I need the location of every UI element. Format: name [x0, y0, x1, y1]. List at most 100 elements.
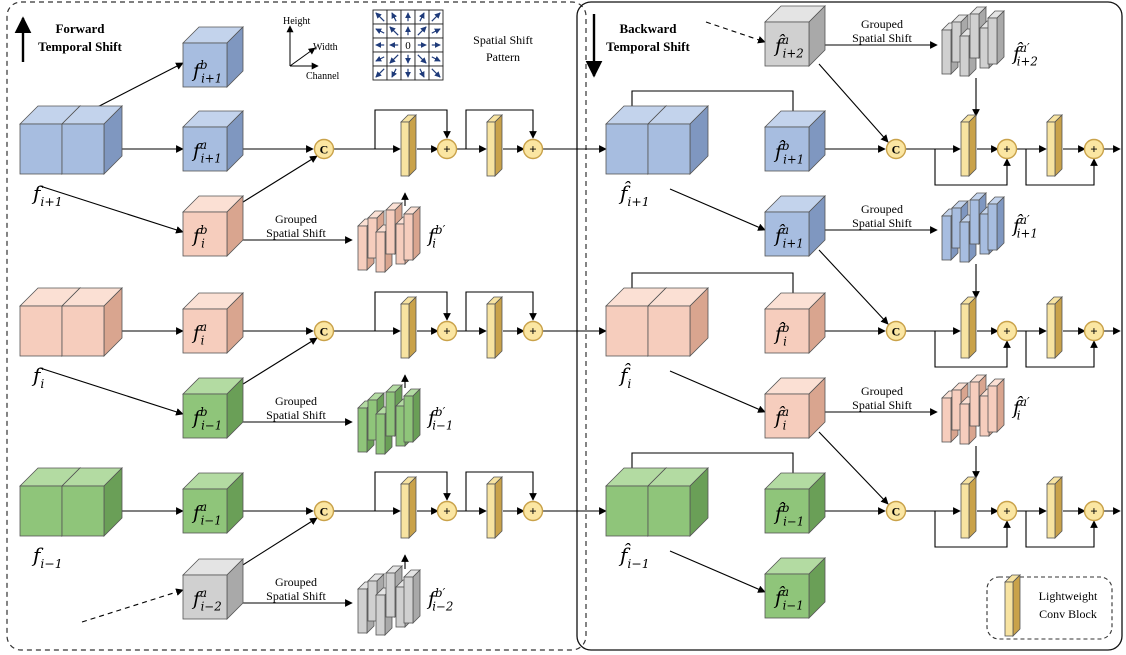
bw-skip-2-i-minus-1 [1025, 511, 1098, 548]
bw-add-node-2-i: + [1083, 320, 1105, 342]
bw-skip-2-i [1025, 331, 1098, 368]
bw-grouped-label-2-i-plus-2: Spatial Shift [852, 31, 912, 45]
backward-block-i [605, 287, 709, 357]
axis-height-label: Height [283, 16, 310, 27]
legend-conv-block [1004, 574, 1021, 637]
cube-f-a-i [182, 292, 244, 354]
bw-add-node-1-i-plus-1: + [996, 138, 1018, 160]
feature-label-f_i1: fi+1 [31, 181, 63, 209]
forward-title-line2: Temporal Shift [38, 39, 122, 54]
pattern-center-label: 0 [405, 40, 411, 52]
cube-hat-a-i [764, 377, 826, 439]
bw-skip-1-i-minus-1 [934, 511, 1011, 548]
bw-shifted-stack-i-plus-2 [941, 6, 1005, 77]
backward-block-i-plus-1 [605, 105, 709, 175]
cube-f-b-i-plus-1 [182, 26, 244, 88]
conv-block-1-i [400, 296, 417, 359]
arrow-top-to-b-i [631, 272, 797, 309]
add-node-2-i-plus-1: + [522, 138, 544, 160]
concat-node-i-plus-1: C [313, 138, 335, 160]
spatial-shift-pattern-grid: 0 [372, 9, 444, 81]
arrow-temporal-i-minus-1 [39, 367, 184, 416]
conv-block-2-i [486, 296, 503, 359]
add-node-1-i-minus-1: + [436, 500, 458, 522]
svg-text:C: C [320, 325, 329, 339]
svg-text:+: + [1090, 504, 1097, 519]
cube-hat-a-i-plus-1 [764, 195, 826, 257]
bw-add-node-1-i-minus-1: + [996, 500, 1018, 522]
skip-2-i-minus-1 [465, 471, 537, 511]
arrow-to-hat-a-i-plus-1 [669, 188, 766, 231]
feature-label-fbp_im1: fb′i−1 [426, 405, 453, 433]
svg-text:+: + [1003, 142, 1010, 157]
cube-hat-a-i-plus-2 [764, 5, 826, 67]
skip-1-i-plus-1 [374, 109, 451, 149]
svg-text:C: C [892, 143, 901, 157]
svg-text:C: C [320, 143, 329, 157]
svg-text:C: C [892, 505, 901, 519]
bw-conv-block-1-i-minus-1 [960, 476, 977, 539]
svg-text:C: C [892, 325, 901, 339]
feature-label-fbp_im2: fb′i−2 [426, 586, 453, 614]
bw-concat-node-i-plus-1: C [885, 138, 907, 160]
feature-label-fhap_i: f̂a′i [1011, 395, 1030, 423]
bw-grouped-label-2-i-plus-1: Spatial Shift [852, 216, 912, 230]
cube-f-a-i-plus-1 [182, 110, 244, 172]
cube-f-a-i-minus-1 [182, 472, 244, 534]
cube-hat-b-i-plus-1 [764, 110, 826, 172]
conv-block-1-i-plus-1 [400, 114, 417, 177]
skip-2-i-plus-1 [465, 109, 537, 149]
bw-conv-block-2-i-minus-1 [1046, 476, 1063, 539]
bw-concat-node-i: C [885, 320, 907, 342]
svg-text:+: + [1003, 324, 1010, 339]
feature-label-fhap_i2: f̂a′i+2 [1011, 41, 1038, 69]
grouped-label-1-i-minus-1: Grouped [275, 394, 317, 408]
legend-label-line2: Conv Block [1039, 607, 1097, 621]
feature-block-i [19, 287, 123, 357]
bw-conv-block-1-i [960, 296, 977, 359]
add-node-2-i: + [522, 320, 544, 342]
svg-text:+: + [443, 324, 450, 339]
bw-concat-node-i-minus-1: C [885, 500, 907, 522]
bw-add-node-2-i-plus-1: + [1083, 138, 1105, 160]
arrow-hat-a-to-concat-i [818, 431, 889, 505]
grouped-label-1-i-minus-2: Grouped [275, 575, 317, 589]
grouped-label-1-i: Grouped [275, 212, 317, 226]
bw-skip-1-i-plus-1 [934, 149, 1011, 186]
bw-grouped-label-1-i-plus-1: Grouped [861, 202, 903, 216]
feature-block-i-plus-1 [19, 105, 123, 175]
grouped-label-2-i-minus-1: Spatial Shift [266, 408, 326, 422]
cube-hat-a-i-minus-1 [764, 557, 826, 619]
conv-block-2-i-plus-1 [486, 114, 503, 177]
backward-panel [576, 1, 1123, 651]
cube-i-minus-1-shift-source [182, 377, 244, 439]
add-node-1-i: + [436, 320, 458, 342]
arrow-to-hat-a-i [669, 370, 766, 413]
cube-i-minus-2-shift-source [182, 558, 244, 620]
svg-text:+: + [443, 504, 450, 519]
shifted-stack-i-minus-1 [357, 384, 421, 455]
arrow-dashed-backward-in [705, 21, 766, 44]
bw-add-node-1-i: + [996, 320, 1018, 342]
conv-block-2-i-minus-1 [486, 476, 503, 539]
concat-node-i: C [313, 320, 335, 342]
bw-conv-block-2-i-plus-1 [1046, 114, 1063, 177]
legend-label-line1: Lightweight [1039, 589, 1098, 603]
svg-text:+: + [443, 142, 450, 157]
axis-width [289, 47, 316, 67]
spatial-shift-pattern-line2: Pattern [486, 50, 520, 64]
bw-grouped-label-2-i: Spatial Shift [852, 398, 912, 412]
svg-text:+: + [1090, 142, 1097, 157]
svg-text:+: + [529, 142, 536, 157]
bw-skip-1-i [934, 331, 1011, 368]
